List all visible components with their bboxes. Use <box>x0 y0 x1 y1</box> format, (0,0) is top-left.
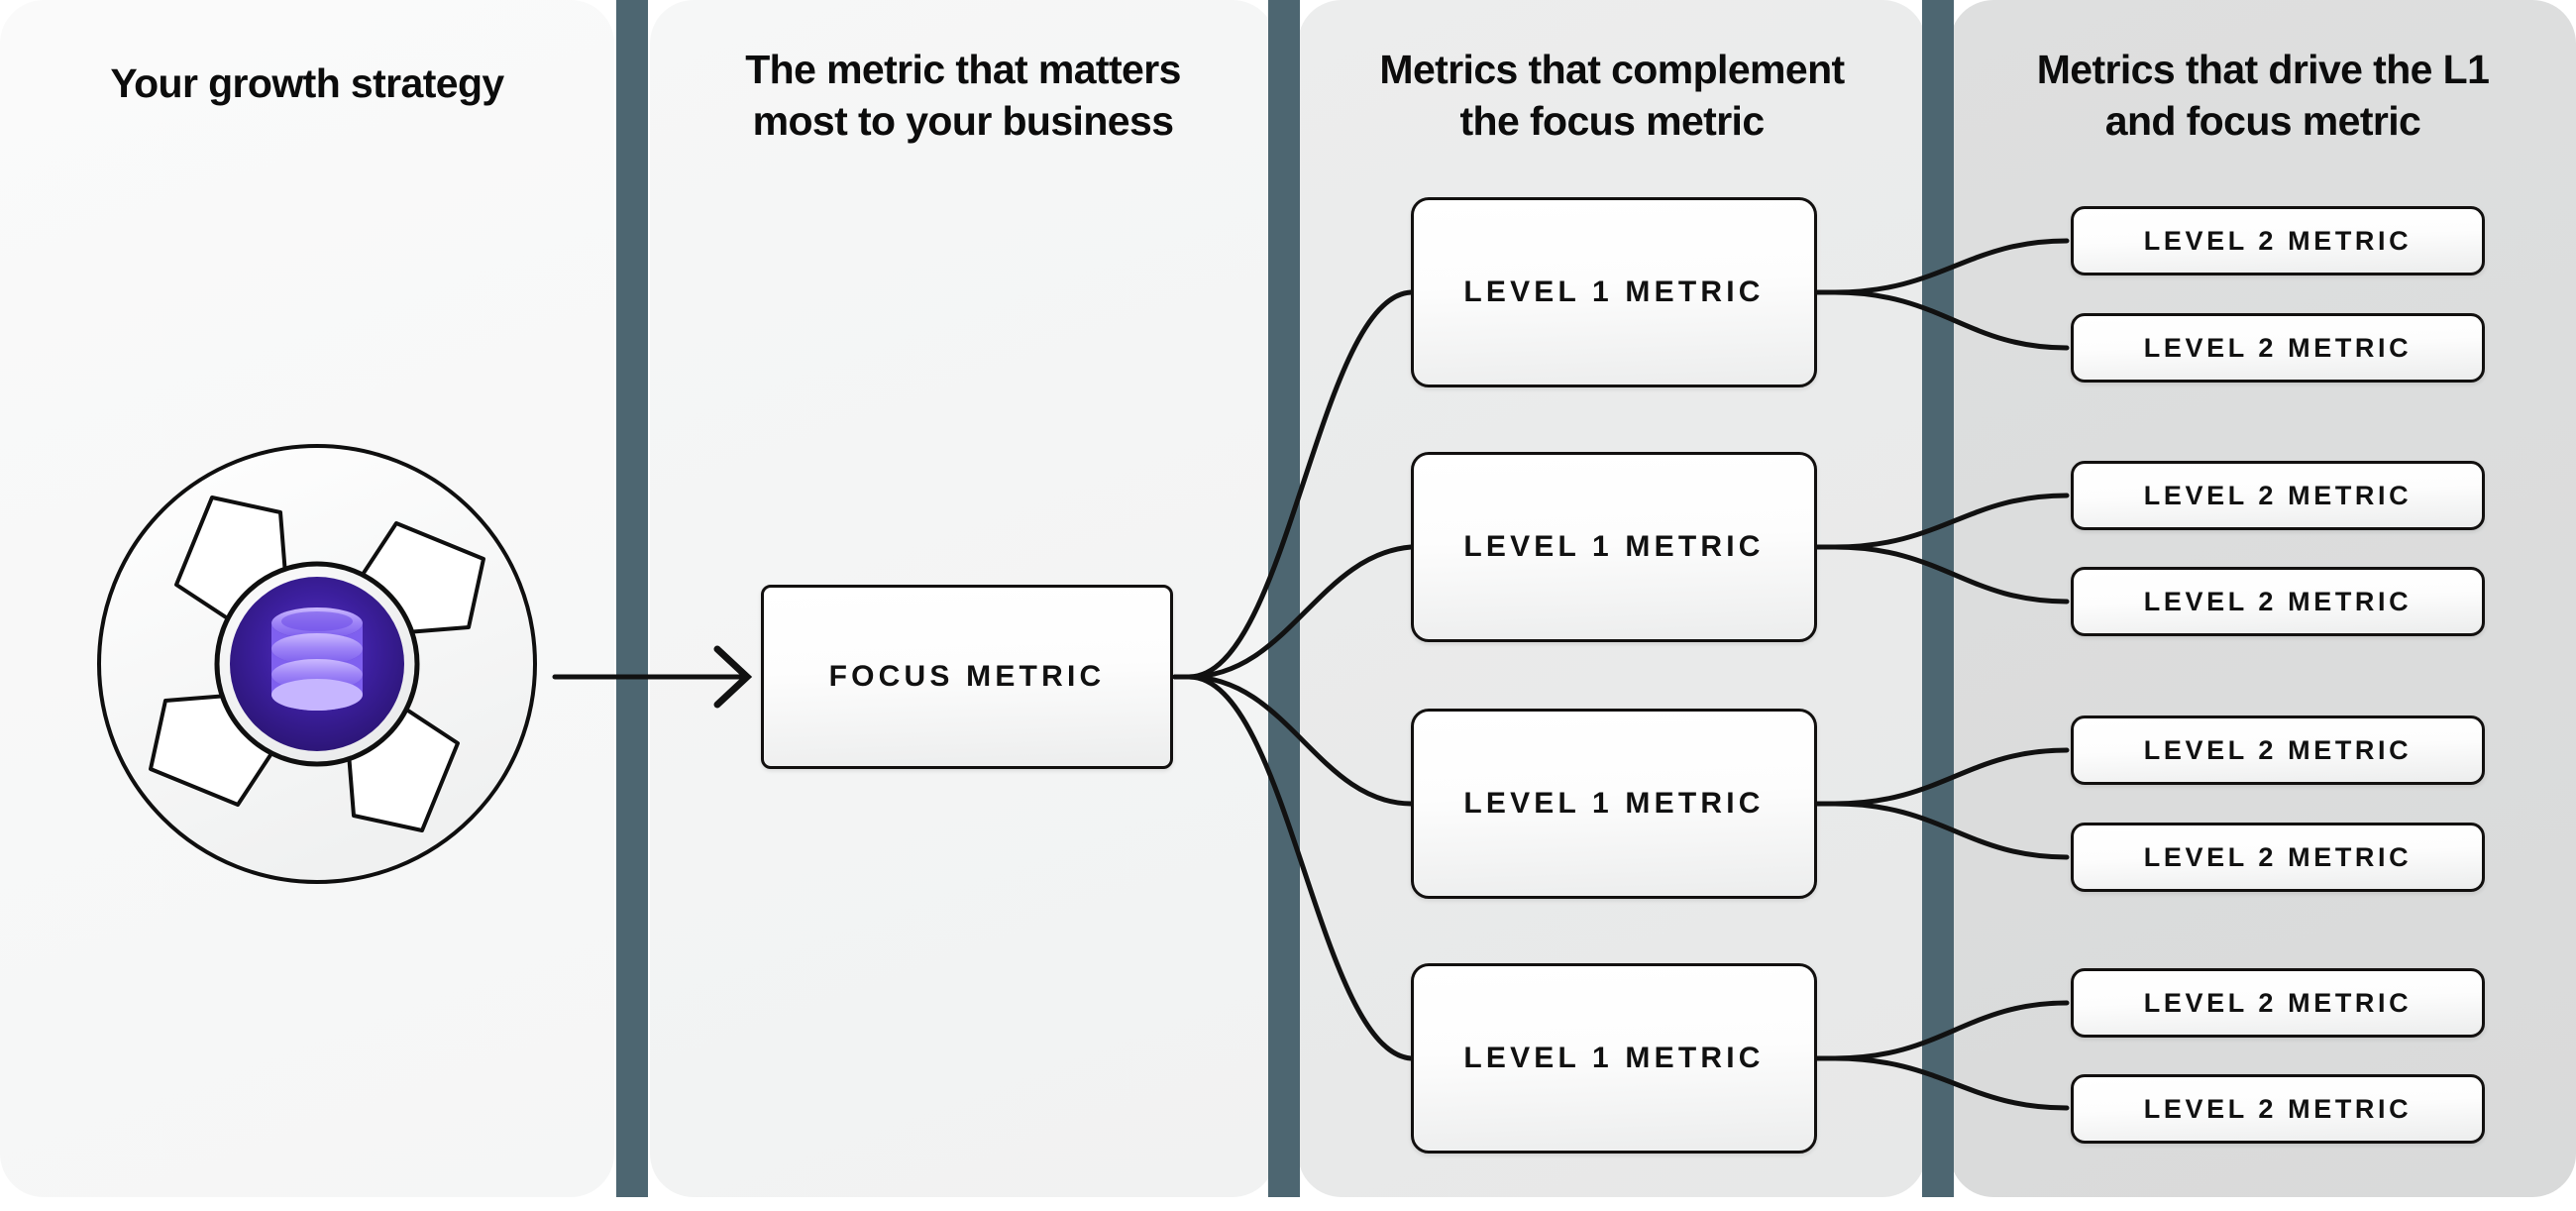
column-title-focus: The metric that matters most to your bus… <box>745 47 1181 145</box>
database-aperture-icon <box>84 431 550 897</box>
node-level2-metric-8-label: LEVEL 2 METRIC <box>2143 1093 2413 1124</box>
node-focus-metric[interactable]: FOCUS METRIC <box>761 585 1173 769</box>
node-level1-metric-3-label: LEVEL 1 METRIC <box>1463 787 1765 820</box>
node-level2-metric-2[interactable]: LEVEL 2 METRIC <box>2071 313 2485 383</box>
node-level2-metric-3[interactable]: LEVEL 2 METRIC <box>2071 461 2485 530</box>
node-level2-metric-5[interactable]: LEVEL 2 METRIC <box>2071 716 2485 785</box>
node-level1-metric-4[interactable]: LEVEL 1 METRIC <box>1411 963 1817 1154</box>
node-level2-metric-7[interactable]: LEVEL 2 METRIC <box>2071 968 2485 1038</box>
column-divider-3 <box>1922 0 1954 1197</box>
column-title-level2: Metrics that drive the L1 and focus metr… <box>2036 47 2490 145</box>
node-level2-metric-1[interactable]: LEVEL 2 METRIC <box>2071 206 2485 275</box>
node-level2-metric-3-label: LEVEL 2 METRIC <box>2143 480 2413 510</box>
node-level2-metric-6-label: LEVEL 2 METRIC <box>2143 841 2413 872</box>
node-level1-metric-1-label: LEVEL 1 METRIC <box>1463 275 1765 308</box>
node-focus-metric-label: FOCUS METRIC <box>828 660 1106 693</box>
node-level2-metric-8[interactable]: LEVEL 2 METRIC <box>2071 1074 2485 1144</box>
column-title-strategy: Your growth strategy <box>110 60 504 106</box>
node-level2-metric-4-label: LEVEL 2 METRIC <box>2143 586 2413 616</box>
node-level1-metric-4-label: LEVEL 1 METRIC <box>1463 1042 1765 1074</box>
node-level2-metric-4[interactable]: LEVEL 2 METRIC <box>2071 567 2485 636</box>
node-level2-metric-1-label: LEVEL 2 METRIC <box>2143 225 2413 256</box>
node-level1-metric-2[interactable]: LEVEL 1 METRIC <box>1411 452 1817 642</box>
node-level2-metric-6[interactable]: LEVEL 2 METRIC <box>2071 823 2485 892</box>
column-divider-2 <box>1268 0 1300 1197</box>
node-level1-metric-3[interactable]: LEVEL 1 METRIC <box>1411 709 1817 899</box>
node-level2-metric-5-label: LEVEL 2 METRIC <box>2143 734 2413 765</box>
node-level2-metric-7-label: LEVEL 2 METRIC <box>2143 987 2413 1018</box>
node-level1-metric-2-label: LEVEL 1 METRIC <box>1463 530 1765 563</box>
column-title-level1: Metrics that complement the focus metric <box>1379 47 1845 145</box>
node-level1-metric-1[interactable]: LEVEL 1 METRIC <box>1411 197 1817 387</box>
node-level2-metric-2-label: LEVEL 2 METRIC <box>2143 332 2413 363</box>
column-divider-1 <box>616 0 648 1197</box>
